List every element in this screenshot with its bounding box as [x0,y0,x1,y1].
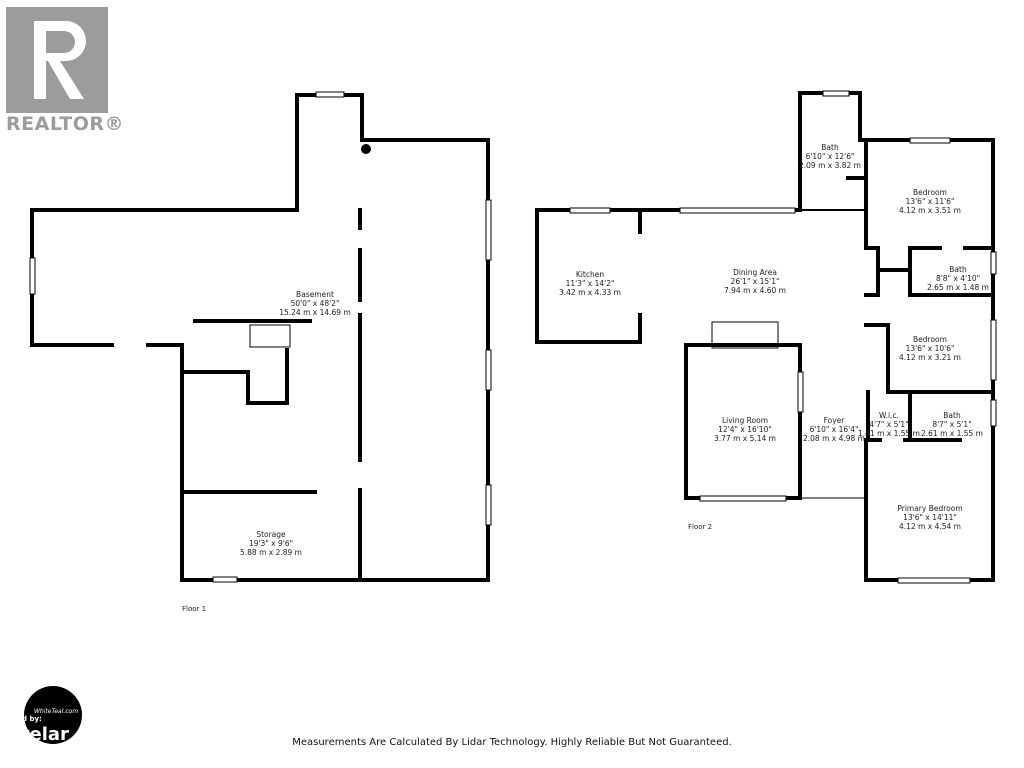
floor2-label: Floor 2 [688,523,713,531]
floor1-walls [30,93,490,582]
floor1-label: Floor 1 [182,605,207,613]
realtor-r-icon [6,7,108,113]
realtor-logo: REALTOR® [6,7,124,135]
floor2-windows [569,90,997,584]
brand-badge: WhiteTeal.com d by: kelar [24,686,82,744]
disclaimer: Measurements Are Calculated By Lidar Tec… [292,737,732,748]
floor1-windows [29,91,492,583]
room-wic: W.i.c.4'7" x 5'1"1.41 m x 1.55 m [858,411,920,438]
